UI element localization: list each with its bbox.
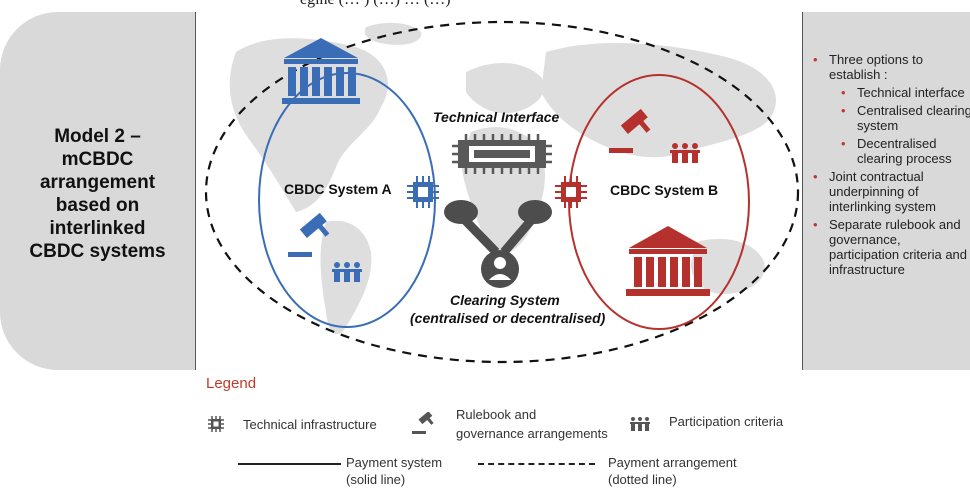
option-item: Technical interface — [829, 85, 970, 100]
title-line: CBDC systems — [29, 241, 166, 262]
bank-icon — [626, 226, 710, 296]
model-title: Model 2 – mCBDC arrangement based on int… — [13, 125, 183, 263]
title-line: interlinked — [49, 218, 146, 239]
payment-arrangement-ellipse — [204, 20, 800, 364]
gavel-icon — [609, 108, 651, 153]
legend-participation-label: Participation criteria — [669, 414, 784, 429]
features-item: Joint contractual underpinning of interl… — [813, 169, 970, 214]
participants-icon — [332, 262, 362, 282]
chip-icon — [407, 176, 439, 208]
gavel-icon — [288, 212, 330, 257]
technical-interface-chip-icon — [452, 134, 552, 174]
chip-icon — [555, 176, 587, 208]
bank-icon — [282, 38, 360, 104]
legend-participants-icon — [630, 417, 650, 431]
options-list: Technical interface Centralised clearing… — [829, 85, 970, 166]
title-line: Model 2 – — [54, 126, 141, 147]
clearing-system-label: Clearing System — [450, 292, 560, 308]
title-line: mCBDC — [61, 149, 134, 170]
legend-payment-system-label: Payment system — [346, 455, 443, 470]
clearing-system-sublabel: (centralised or decentralised) — [410, 310, 606, 326]
legend-payment-arrangement-label: Payment arrangement — [608, 455, 737, 470]
system-b-label: CBDC System B — [610, 182, 719, 198]
legend-payment-arrangement-label: (dotted line) — [608, 472, 677, 487]
features-intro: Three options to establish : — [829, 52, 923, 82]
dotted-line-sample — [478, 463, 595, 465]
features-list: Three options to establish : Technical i… — [813, 52, 970, 280]
technical-infrastructure-icon — [208, 416, 224, 432]
option-item: Centralised clearing system — [829, 103, 970, 133]
legend-title: Legend — [206, 375, 257, 392]
model-banner: Model 2 – mCBDC arrangement based on int… — [0, 12, 970, 370]
legend-gavel-icon — [412, 412, 434, 434]
diagram-panel: Technical Interface CBDC System A CBDC S… — [196, 12, 802, 370]
title-line: arrangement — [39, 172, 156, 193]
technical-interface-label: Technical Interface — [433, 109, 560, 125]
features-item: Three options to establish : Technical i… — [813, 52, 970, 166]
legend-payment-system-label: (solid line) — [346, 472, 406, 487]
diagram-canvas — [204, 20, 800, 364]
participants-icon — [670, 143, 700, 163]
system-a-ellipse — [258, 72, 436, 328]
solid-line-sample — [238, 463, 341, 465]
system-a-label: CBDC System A — [284, 181, 392, 197]
clearing-network — [444, 200, 552, 288]
legend-technical-label: Technical infrastructure — [243, 417, 377, 432]
features-item: Separate rulebook and governance, partic… — [813, 217, 970, 277]
legend-rulebook-label: governance arrangements — [456, 426, 608, 441]
right-panel: Three options to establish : Technical i… — [802, 12, 970, 370]
title-line: based on — [55, 195, 140, 216]
left-panel: Model 2 – mCBDC arrangement based on int… — [0, 12, 196, 370]
legend-rulebook-label: Rulebook and — [456, 407, 537, 422]
legend: Legend Technical infrastructure Rulebook… — [0, 370, 970, 493]
option-item: Decentralised clearing process — [829, 136, 970, 166]
header-fragment: egine (… ) (…) … (…) — [0, 0, 970, 12]
